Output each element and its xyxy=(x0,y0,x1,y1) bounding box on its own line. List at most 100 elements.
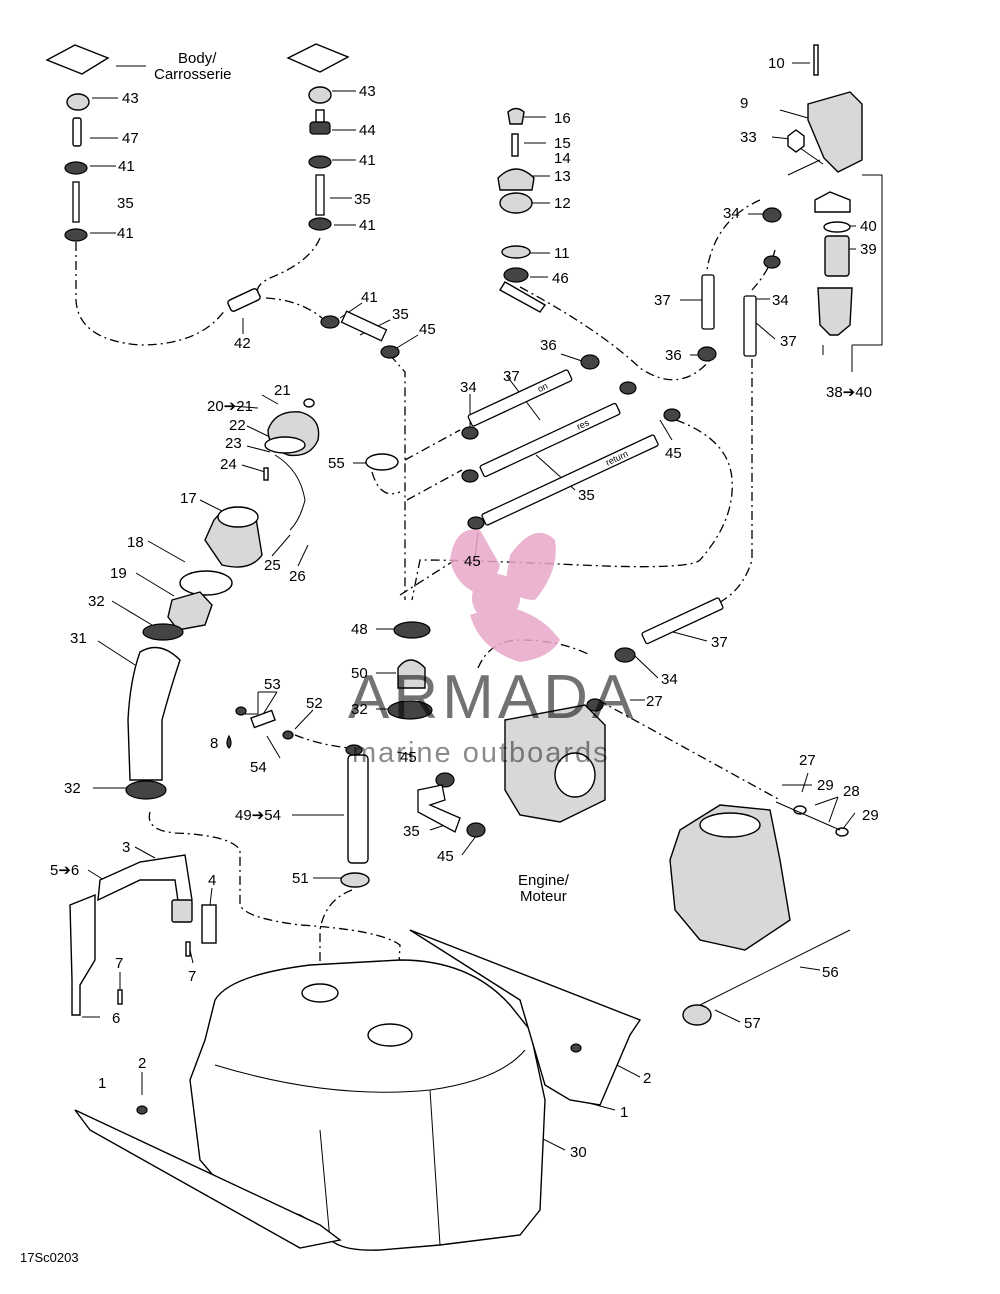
strap-5-6 xyxy=(69,893,96,1016)
o-ring-40 xyxy=(823,221,851,233)
hose-return: return xyxy=(481,434,659,526)
part-number: 45 xyxy=(437,848,454,865)
grommet-50 xyxy=(397,659,426,689)
grommet-51 xyxy=(340,872,370,888)
plate-4 xyxy=(201,904,217,944)
part-number: 52 xyxy=(306,695,323,712)
clamp-36-a xyxy=(580,354,600,370)
gasket-22 xyxy=(264,436,306,454)
label-engine: Engine/ xyxy=(518,872,570,889)
clamp-34-d xyxy=(614,647,636,663)
vent-valve-44 xyxy=(309,121,331,135)
part-number: 43 xyxy=(359,83,376,100)
tank-support-1-right xyxy=(409,929,642,1106)
part-number: 38➔40 xyxy=(826,384,872,401)
part-number: 49➔54 xyxy=(235,807,281,824)
check-valve-47 xyxy=(72,117,82,147)
part-number: 41 xyxy=(118,158,135,175)
carburetor xyxy=(669,804,791,951)
clamp-34-c xyxy=(461,426,479,440)
clamp-41-e xyxy=(320,315,340,329)
part-number: 18 xyxy=(127,534,144,551)
cover-13 xyxy=(497,168,535,191)
clamp-41-c xyxy=(308,155,332,169)
clamp-48 xyxy=(393,621,431,639)
part-number: 5➔6 xyxy=(50,862,79,879)
part-number: 9 xyxy=(740,95,748,112)
part-number: 35 xyxy=(117,195,134,212)
clamp-45-c xyxy=(467,516,485,530)
nut-19 xyxy=(167,591,213,631)
part-number: 11 xyxy=(554,245,570,262)
screw-24 xyxy=(263,467,269,481)
clamp-45-e xyxy=(466,822,486,838)
part-number: 48 xyxy=(351,621,368,638)
part-number: 42 xyxy=(234,335,251,352)
gasket-18 xyxy=(179,570,233,596)
clamp-27-a xyxy=(586,698,604,712)
part-number: 35 xyxy=(354,191,371,208)
part-number: 34 xyxy=(723,205,740,222)
part-number: 44 xyxy=(359,122,376,139)
watermark-tagline: marine outboards xyxy=(352,737,610,769)
part-number: 34 xyxy=(460,379,477,396)
part-number: 14 xyxy=(554,150,571,167)
tee-fitting-42 xyxy=(227,288,261,312)
clamp-45-a xyxy=(380,345,400,359)
screw-7-a xyxy=(185,941,191,957)
part-number: 54 xyxy=(250,759,267,776)
part-number: 37 xyxy=(780,333,797,350)
part-number: 31 xyxy=(70,630,87,647)
part-number: 45 xyxy=(665,445,682,462)
throttle-cable-56 xyxy=(699,929,851,1006)
hose-55 xyxy=(365,453,399,471)
part-number: 13 xyxy=(554,168,571,185)
part-number: 30 xyxy=(570,1144,587,1161)
hose-37-a xyxy=(701,274,715,330)
part-number: 19 xyxy=(110,565,127,582)
hose-res: res xyxy=(479,402,621,478)
clamp-32-a xyxy=(142,623,184,641)
part-number: 35 xyxy=(392,306,409,323)
svg-text:on: on xyxy=(536,381,549,394)
part-number: 7 xyxy=(188,968,196,985)
part-number: 24 xyxy=(220,456,237,473)
part-number: 39 xyxy=(860,241,877,258)
armada-watermark: ARMADA marine outboards xyxy=(348,529,633,769)
part-number: 20➔21 xyxy=(207,398,253,415)
part-number: 40 xyxy=(860,218,877,235)
label-moteur: Moteur xyxy=(520,888,567,905)
part-number: 55 xyxy=(328,455,345,472)
part-number: 2 xyxy=(138,1055,146,1072)
screw-7-b xyxy=(117,989,123,1005)
part-number: 21 xyxy=(274,382,291,399)
label-carrosserie: Carrosserie xyxy=(154,66,232,83)
clamp-32-c xyxy=(125,780,167,800)
part-number: 32 xyxy=(351,701,368,718)
part-number: 37 xyxy=(503,368,520,385)
part-number: 3 xyxy=(122,839,130,856)
part-number: 33 xyxy=(740,129,757,146)
clamp-41-d xyxy=(308,217,332,231)
rivet-2-a xyxy=(136,1105,148,1115)
part-number: 32 xyxy=(88,593,105,610)
gasket-11 xyxy=(501,245,531,259)
fitting-53 xyxy=(250,709,276,729)
part-number: 35 xyxy=(403,823,420,840)
part-number: 22 xyxy=(229,417,246,434)
clamp-34-a xyxy=(762,207,782,223)
body-mount-plate-left xyxy=(45,44,110,75)
part-number: 27 xyxy=(799,752,816,769)
part-number: 41 xyxy=(361,289,378,306)
part-number: 1 xyxy=(620,1104,628,1121)
part-number: 29 xyxy=(862,807,879,824)
part-number: 12 xyxy=(554,195,571,212)
parts: on res return xyxy=(45,43,863,1251)
part-number: 45 xyxy=(464,553,481,570)
clamp-34-c2 xyxy=(619,381,637,395)
pickup-46 xyxy=(503,267,529,283)
part-number: 51 xyxy=(292,870,309,887)
part-number: 15 xyxy=(554,135,571,152)
labels: Body/ Carrosserie Engine/ Moteur 17Sc020… xyxy=(20,50,570,1265)
part-number: 10 xyxy=(768,55,785,72)
